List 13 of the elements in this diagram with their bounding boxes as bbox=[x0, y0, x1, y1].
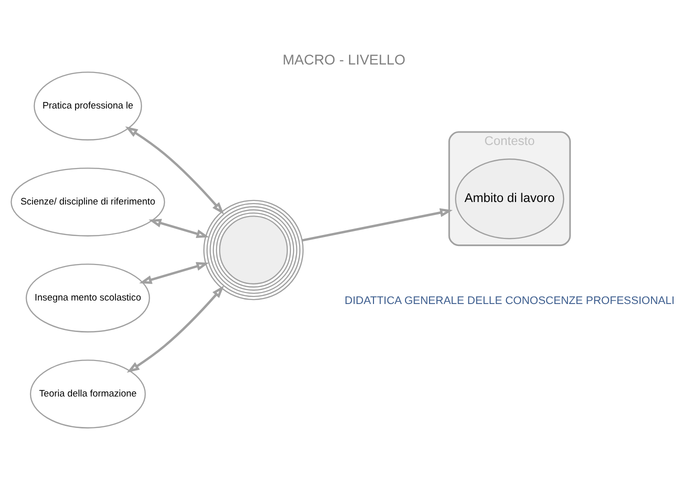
caption: DIDATTICA GENERALE DELLE CONOSCENZE PROFESSIONALI bbox=[344, 294, 675, 307]
node-ellipse: Insegna mento scolastico bbox=[26, 263, 150, 332]
node-ellipse: Ambito di lavoro bbox=[455, 158, 564, 239]
arrow bbox=[125, 126, 224, 214]
arrow bbox=[126, 285, 224, 372]
arrow bbox=[302, 208, 453, 242]
node-ellipse: Teoria della formazione bbox=[30, 359, 146, 428]
node-ellipse: Scienze/ discipline di riferimento bbox=[10, 167, 166, 236]
arrow bbox=[148, 218, 210, 238]
arrow bbox=[139, 262, 210, 284]
diagram-title: MACRO - LIVELLO bbox=[282, 52, 406, 68]
node-circle bbox=[203, 199, 304, 300]
node-ellipse: Pratica professiona le bbox=[34, 71, 142, 140]
